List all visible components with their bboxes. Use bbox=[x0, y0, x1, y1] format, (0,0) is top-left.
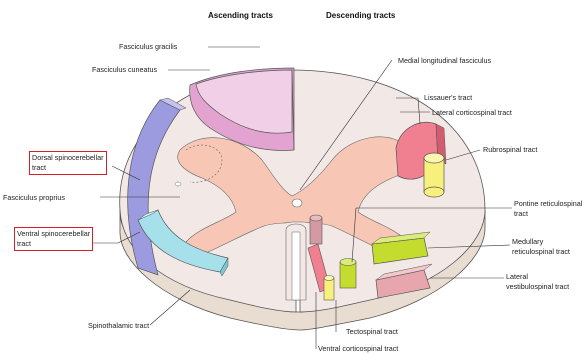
label-pontine-line1: Pontine reticulospinal bbox=[514, 199, 582, 209]
label-medullary-line2: reticulospinal tract bbox=[512, 247, 570, 257]
mlf-region bbox=[310, 218, 322, 244]
label-rubrospinal: Rubrospinal tract bbox=[483, 145, 537, 154]
label-spinothalamic: Spinothalamic tract bbox=[88, 321, 149, 330]
label-vestibulo-line1: Lateral bbox=[506, 272, 569, 282]
label-fasciculus-proprius: Fasciculus proprius bbox=[3, 193, 65, 202]
label-ventral-spinocerebellar: Ventral spinocerebellar tract bbox=[14, 227, 93, 251]
label-pontine-reticulospinal: Pontine reticulospinal tract bbox=[514, 199, 582, 219]
label-ventral-spinocerebellar-line1: Ventral spinocerebellar bbox=[17, 229, 90, 239]
ascending-tracts-header: Ascending tracts bbox=[208, 11, 273, 20]
tectospinal-region bbox=[324, 278, 334, 300]
label-medullary-line1: Medullary bbox=[512, 237, 570, 247]
label-lateral-vestibulospinal: Lateral vestibulospinal tract bbox=[506, 272, 569, 292]
label-medullary-reticulospinal: Medullary reticulospinal tract bbox=[512, 237, 570, 257]
label-fasciculus-cuneatus: Fasciculus cuneatus bbox=[92, 65, 157, 74]
label-medial-longitudinal: Medial longitudinal fasciculus bbox=[398, 56, 491, 65]
central-canal bbox=[292, 199, 302, 207]
label-pontine-line2: tract bbox=[514, 209, 582, 219]
label-dorsal-spinocerebellar: Dorsal spinocerebellar tract bbox=[29, 151, 107, 175]
label-dorsal-spinocerebellar-line1: Dorsal spinocerebellar bbox=[32, 153, 104, 163]
pontine-reticulospinal-region bbox=[340, 262, 356, 288]
label-vestibulo-line2: vestibulospinal tract bbox=[506, 282, 569, 292]
label-dorsal-spinocerebellar-line2: tract bbox=[32, 163, 104, 173]
descending-tracts-header: Descending tracts bbox=[326, 11, 395, 20]
label-fasciculus-gracilis: Fasciculus gracilis bbox=[119, 42, 177, 51]
label-lissauer: Lissauer's tract bbox=[424, 93, 472, 102]
label-tectospinal: Tectospinal tract bbox=[346, 327, 398, 336]
label-lateral-corticospinal: Lateral corticospinal tract bbox=[432, 108, 512, 117]
label-ventral-spinocerebellar-line2: tract bbox=[17, 239, 90, 249]
label-ventral-corticospinal: Ventral corticospinal tract bbox=[318, 344, 398, 353]
